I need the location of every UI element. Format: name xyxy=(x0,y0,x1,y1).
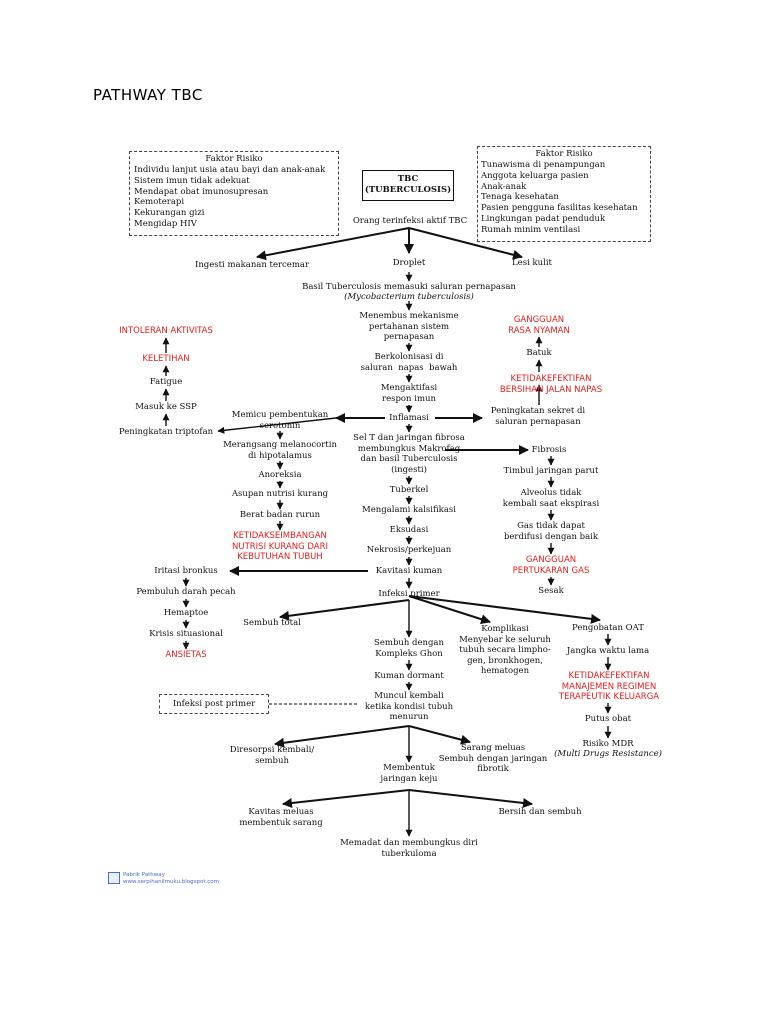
node-basil-latin: (Mycobacterium tuberculosis) xyxy=(344,292,474,302)
risk-factor-right-item: Anggota keluarga pasien xyxy=(481,170,589,181)
node-berkolonisasi: Berkolonisasi di saluran napas bawah xyxy=(360,352,458,373)
node-memadat: Memadat dan membungkus diri tuberkuloma xyxy=(340,838,478,859)
risk-factor-right-heading: Faktor Risiko xyxy=(535,149,593,159)
node-lesi-kulit: Lesi kulit xyxy=(512,258,552,268)
node-pembuluh-darah: Pembuluh darah pecah xyxy=(136,587,236,597)
connector-arrow xyxy=(408,595,491,625)
risk-factor-right-item: Tunawisma di penampungan xyxy=(481,160,606,170)
node-tuberkel: Tuberkel xyxy=(389,485,429,495)
diagnosis-intoleran-aktivitas: INTOLERAN AKTIVITAS xyxy=(119,326,213,336)
footer-brand: Pabrik Pathway xyxy=(123,872,165,878)
node-fatigue: Fatigue xyxy=(149,377,183,387)
node-droplet: Droplet xyxy=(392,258,426,268)
node-diresorpsi: Diresorpsi kembali/ sembuh xyxy=(229,745,315,766)
risk-factor-left-item: Mengidap HIV xyxy=(134,218,197,229)
node-komplikasi: Komplikasi Menyebar ke seluruh tubuh sec… xyxy=(459,624,551,676)
tbc-box-line: (TUBERCULOSIS) xyxy=(364,185,452,195)
node-timbul-jaringan: Timbul jaringan parut xyxy=(503,466,599,476)
node-nekrosis: Nekrosis/perkejuan xyxy=(366,545,452,555)
node-pengobatan-oat: Pengobatan OAT xyxy=(572,623,644,633)
node-membentuk-keju: Membentuk jaringan keju xyxy=(380,763,438,784)
node-fibrosis: Fibrosis xyxy=(531,445,567,455)
risk-factor-right-item: Pasien pengguna fasilitas kesehatan xyxy=(481,203,638,214)
node-jangka-waktu: Jangka waktu lama xyxy=(566,646,650,656)
diagnosis-gangguan-rasa-nyaman: GANGGUAN RASA NYAMAN xyxy=(508,315,570,336)
risk-factor-right-item: Lingkungan padat penduduk xyxy=(481,213,606,224)
node-sesak: Sesak xyxy=(538,586,564,596)
diagnosis-ansietas: ANSIETAS xyxy=(165,650,207,660)
connector-arrow xyxy=(217,417,337,434)
diagnosis-ketidakseimbangan-nutrisi: KETIDAKSEIMBANGAN NUTRISI KURANG DARI KE… xyxy=(231,531,329,562)
page-title: PATHWAY TBC xyxy=(93,86,203,104)
node-infeksi-primer: Infeksi primer xyxy=(378,589,440,599)
diagnosis-gangguan-pertukaran-gas: GANGGUAN PERTUKARAN GAS xyxy=(512,555,590,576)
risk-factor-left-heading: Faktor Risiko xyxy=(205,154,263,164)
node-sarang-meluas: Sarang meluas Sembuh dengan jaringan fib… xyxy=(438,743,548,774)
node-masuk-ssp: Masuk ke SSP xyxy=(135,402,197,412)
node-bersih-sembuh: Bersih dan sembuh xyxy=(498,807,582,817)
diagnosis-ketidakefektifan-regimen: KETIDAKEFEKTIFAN MANAJEMEN REGIMEN TERAP… xyxy=(558,671,660,702)
node-orang-terinfeksi: Orang terinfeksi aktif TBC xyxy=(352,216,468,226)
risk-factor-box-right: Faktor Risiko Tunawisma di penampungan A… xyxy=(477,146,651,242)
connector-arrow xyxy=(408,789,533,808)
node-peningkatan-triptofan: Peningkatan triptofan xyxy=(118,427,214,437)
node-ingesti: Ingesti makanan tercemar xyxy=(194,260,310,270)
node-berat: Berat badan rurun xyxy=(239,510,321,520)
pabrik-pathway-logo-icon xyxy=(108,872,120,884)
node-menembus: Menembus mekanisme pertahanan sistem per… xyxy=(359,311,459,342)
connector-arrow xyxy=(279,599,410,621)
node-kavitas-meluas: Kavitas meluas membentuk sarang xyxy=(239,807,323,828)
node-merangsang: Merangsang melanocortin di hipotalamus xyxy=(223,440,337,461)
node-eksudasi: Eksudasi xyxy=(389,525,429,535)
node-risiko-mdr: Risiko MDR xyxy=(582,739,634,749)
node-mengaktifasi: Mengaktifasi respon imun xyxy=(380,383,438,404)
connector-arrow xyxy=(408,595,601,624)
node-memicu: Memicu pembentukan serotonin xyxy=(231,410,329,431)
tbc-box: TBC (TUBERCULOSIS) xyxy=(362,170,454,201)
risk-factor-left-item: Sistem imun tidak adekuat xyxy=(134,175,250,186)
risk-factor-left-item: Kekurangan gizi xyxy=(134,208,205,219)
diagnosis-keletihan: KELETIHAN xyxy=(142,354,190,364)
node-krisis-situasional: Krisis situasional xyxy=(149,629,223,639)
risk-factor-right-item: Anak-anak xyxy=(481,181,527,192)
node-inflamasi: Inflamasi xyxy=(389,413,429,423)
node-kuman-dormant: Kuman dormant xyxy=(374,671,444,681)
node-risiko-mdr-detail: (Multi Drugs Resistance) xyxy=(554,749,662,759)
infeksi-post-primer-box: Infeksi post primer xyxy=(159,694,269,714)
risk-factor-left-item: Individu lanjut usia atau bayi dan anak-… xyxy=(134,165,326,175)
node-basil: Basil Tuberculosis memasuki saluran pern… xyxy=(302,282,516,292)
risk-factor-left-item: Kemoterapi xyxy=(134,197,185,208)
node-hemaptoe: Hemaptoe xyxy=(163,608,209,618)
node-anoreksia: Anoreksia xyxy=(258,470,302,480)
node-alveolus: Alveolus tidak kembali saat ekspirasi xyxy=(502,488,600,509)
node-batuk: Batuk xyxy=(526,348,552,358)
node-peningkatan-sekret: Peningkatan sekret di saluran pernapasan xyxy=(490,406,586,427)
risk-factor-box-left: Faktor Risiko Individu lanjut usia atau … xyxy=(129,151,339,236)
diagnosis-ketidakefektifan-jalan-napas: KETIDAKEFEKTIFAN BERSIHAN JALAN NAPAS xyxy=(499,374,603,395)
node-muncul-kembali: Muncul kembali ketika kondisi tubuh menu… xyxy=(364,691,454,722)
node-asupan: Asupan nutrisi kurang xyxy=(231,489,329,499)
connector-arrow xyxy=(256,227,410,261)
node-putus-obat: Putus obat xyxy=(584,714,632,724)
risk-factor-right-item: Tenaga kesehatan xyxy=(481,192,559,203)
node-kalsifikasi: Mengalami kalsifikasi xyxy=(362,505,456,515)
connector-arrow xyxy=(282,789,410,808)
tbc-box-line: TBC xyxy=(397,174,419,184)
node-sembuh-total: Sembuh total xyxy=(243,618,301,628)
risk-factor-right-item: Rumah minim ventilasi xyxy=(481,224,581,235)
risk-factor-left-item: Mendapat obat imunosupresan xyxy=(134,186,269,197)
node-sel-t: Sel T dan jaringan fibrosa membungkus Ma… xyxy=(353,433,465,475)
connector-arrow xyxy=(408,227,523,260)
node-iritasi-bronkus: Iritasi bronkus xyxy=(154,566,218,576)
footer-link[interactable]: www.serpihanilmuku.blogspot.com xyxy=(123,879,220,885)
node-kavitasi: Kavitasi kuman xyxy=(375,566,443,576)
node-sembuh-ghon: Sembuh dengan Kompleks Ghon xyxy=(374,638,444,659)
connector-arrow xyxy=(274,725,410,748)
node-gas-berdifusi: Gas tidak dapat berdifusi dengan baik xyxy=(503,521,599,542)
connector-arrow xyxy=(408,725,471,745)
